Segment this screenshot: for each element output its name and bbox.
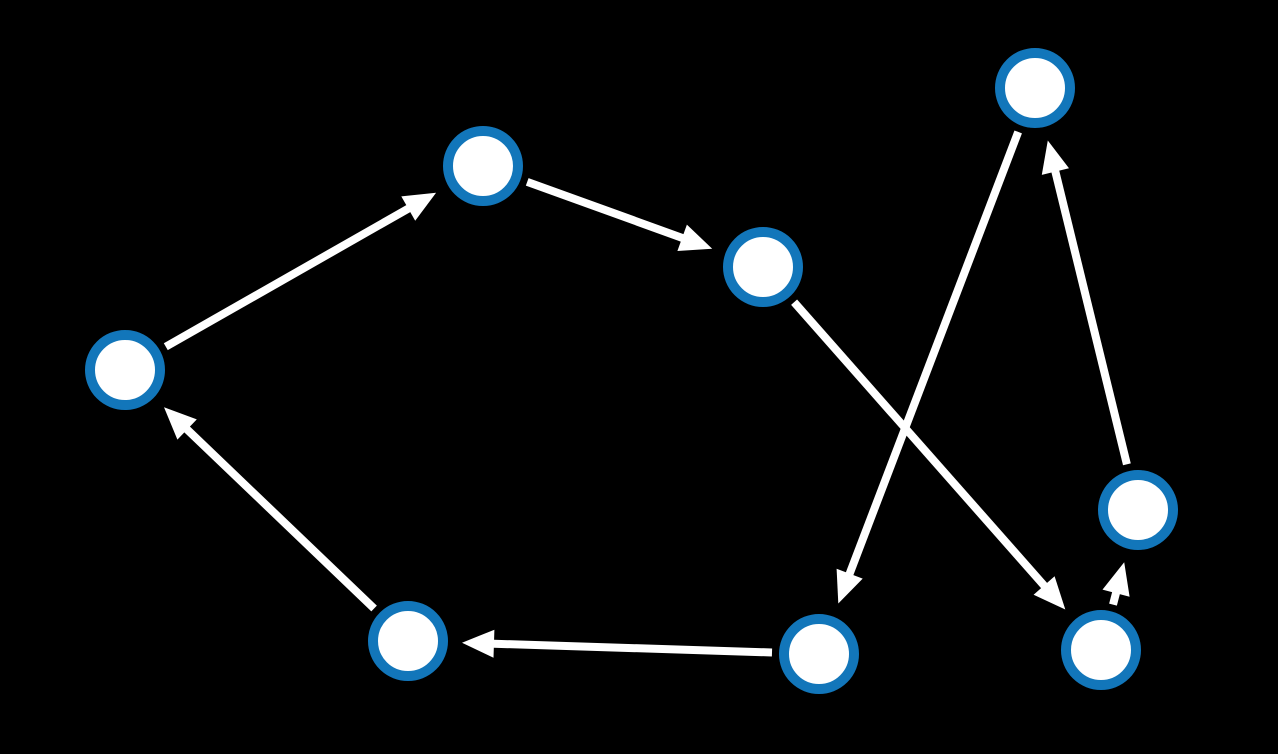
arrowhead-n7-n5: [1102, 562, 1130, 597]
edge-n2-n3: [525, 178, 688, 243]
edge-n3-n7: [791, 299, 1050, 592]
arrowhead-n6-n8: [462, 629, 495, 658]
arrowhead-n8-n4: [164, 407, 197, 440]
graph-node-n1: [995, 48, 1075, 128]
arrowhead-n4-n2: [401, 192, 437, 221]
arrowhead-n5-n1: [1041, 140, 1069, 175]
graph-node-n4: [85, 330, 165, 410]
graph-node-n5: [1098, 470, 1178, 550]
edge-n6-n8: [489, 639, 773, 657]
graph-node-n8: [368, 601, 448, 681]
arrowhead-n1-n6: [836, 568, 863, 604]
graph-node-n3: [723, 227, 803, 307]
edge-n5-n1: [1050, 166, 1131, 466]
edge-n1-n6: [844, 130, 1022, 579]
graph-node-n6: [779, 614, 859, 694]
edge-n8-n4: [181, 423, 377, 612]
edge-n4-n2: [163, 203, 414, 351]
graph-node-n7: [1061, 610, 1141, 690]
arrowhead-n3-n7: [1033, 576, 1066, 610]
graph-node-n2: [443, 126, 523, 206]
arrowhead-n2-n3: [677, 224, 713, 251]
